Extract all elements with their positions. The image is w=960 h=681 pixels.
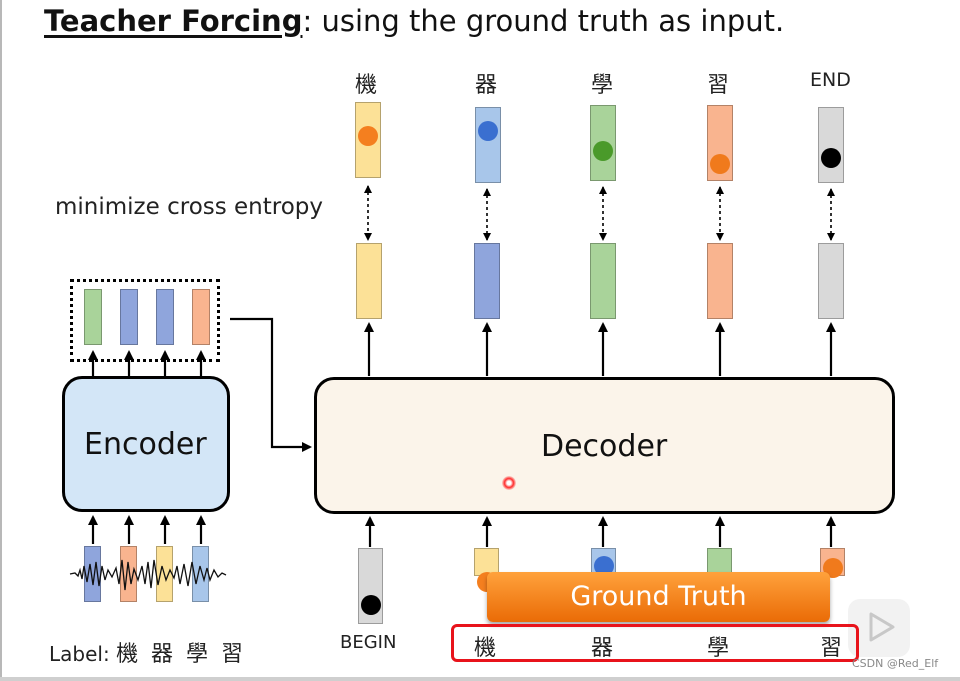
decoder-output-arrows: [364, 322, 836, 376]
ground-truth-highlight: [451, 624, 859, 662]
decoder-input-3: [707, 548, 732, 576]
title-bold: Teacher Forcing: [44, 4, 303, 38]
encoder-input-arrows: [88, 515, 206, 544]
target-dot-end: [821, 148, 841, 169]
cross-entropy-links: [364, 185, 835, 241]
label-line: Label: 機 器 學 習: [49, 636, 246, 668]
decoder-input-arrows: [365, 516, 836, 547]
ground-truth-char-4: 習: [820, 636, 843, 661]
waveform-icon: [69, 559, 227, 591]
output-label-4: 習: [707, 73, 730, 98]
laser-pointer-icon: [502, 476, 516, 490]
minimize-cross-entropy-label: minimize cross entropy: [55, 194, 324, 220]
decoder-output-4: [707, 243, 733, 319]
encoder-block: [62, 376, 230, 512]
target-dot-3: [593, 140, 613, 161]
target-dot-1: [358, 125, 378, 146]
encoder-output-2: [120, 289, 138, 345]
encoder-label: Encoder: [84, 427, 207, 462]
ground-truth-button: Ground Truth: [487, 572, 830, 622]
target-distribution-2: [475, 107, 501, 183]
begin-label: BEGIN: [340, 632, 397, 653]
play-icon: [869, 612, 895, 642]
title-rest: : using the ground truth as input.: [302, 4, 785, 38]
encoder-output-4: [192, 289, 210, 345]
decoder-label: Decoder: [541, 429, 668, 464]
slide-left-edge: [0, 0, 2, 681]
output-label-end: END: [810, 69, 851, 91]
decoder-output-2: [474, 243, 500, 319]
begin-token-dot: [361, 595, 381, 615]
decoder-output-3: [590, 243, 616, 319]
target-dot-2: [478, 121, 498, 141]
slide-title: Teacher Forcing: using the ground truth …: [44, 4, 784, 38]
slide-bottom-edge: [0, 677, 960, 681]
encoder-output-1: [84, 289, 102, 345]
label-prefix: Label:: [49, 642, 117, 666]
label-chars: 機 器 學 習: [116, 642, 247, 667]
output-label-1: 機: [355, 73, 378, 98]
ground-truth-char-1: 機: [474, 636, 497, 661]
input-dot-2: [594, 556, 614, 576]
output-label-3: 學: [591, 73, 614, 98]
encoder-output-3: [156, 289, 174, 345]
watermark: CSDN @Red_Elf: [852, 657, 939, 670]
decoder-output-5: [818, 243, 844, 319]
decoder-output-1: [356, 243, 382, 319]
ground-truth-char-3: 學: [707, 636, 730, 661]
target-distribution-end: [818, 107, 844, 183]
target-dot-4: [710, 154, 730, 175]
encoder-output-group: [70, 279, 220, 362]
ground-truth-char-2: 器: [591, 636, 614, 661]
decoder-block: [314, 377, 895, 514]
encoder-to-decoder-arrow: [230, 317, 312, 452]
output-label-2: 器: [475, 73, 498, 98]
encoder-output-arrows: [88, 350, 206, 376]
